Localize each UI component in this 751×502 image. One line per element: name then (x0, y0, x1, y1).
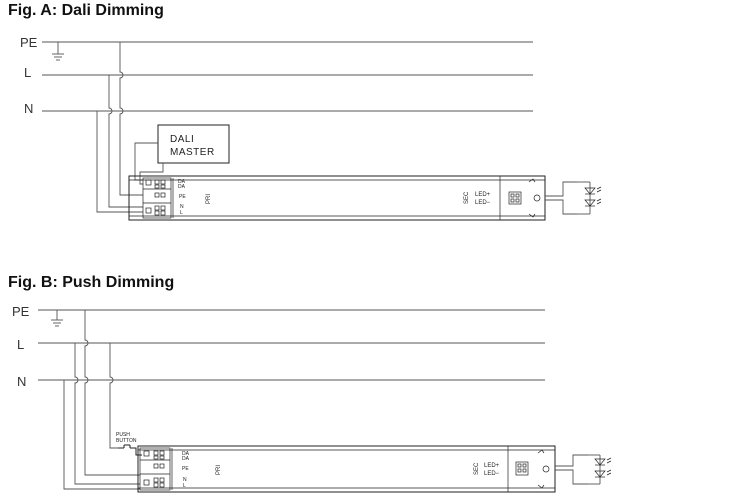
sec-label: SEC (464, 191, 470, 204)
figure-a-diagram: PE L N DALI MASTER (20, 35, 602, 221)
driver-b: DA DA PE N L PRI SEC LED+ LED− (137, 445, 556, 493)
rail-label-n: N (17, 374, 26, 389)
led-plus-wire (555, 454, 588, 467)
push-button: PUSH BUTTON (116, 432, 142, 456)
rail-label-n: N (24, 101, 33, 116)
dali-master-line-2: MASTER (170, 147, 215, 158)
terminal-n: N (183, 477, 187, 483)
n-wire (63, 380, 140, 490)
pe-wire (119, 42, 143, 196)
led-minus-wire (545, 199, 577, 215)
sec-label: SEC (474, 462, 480, 475)
output-terminal-block (508, 191, 522, 205)
output-led-plus: LED+ (484, 463, 500, 469)
dali-master-box: DALI MASTER (157, 124, 230, 164)
l-wire (108, 75, 143, 208)
ground-icon (51, 310, 63, 327)
terminal-l: L (180, 210, 183, 216)
terminal-l: L (183, 483, 186, 489)
terminal-pe: PE (182, 466, 189, 472)
ground-icon (52, 42, 64, 61)
input-terminal-block (142, 177, 172, 219)
driver-a: DA DA PE N L PRI SEC LED+ LED− (128, 175, 546, 221)
led-icon (577, 181, 602, 215)
figure-b-title: Fig. B: Push Dimming (8, 274, 175, 291)
output-led-plus: LED+ (475, 192, 491, 198)
terminal-da-1: DA (182, 451, 190, 457)
input-terminal-block (139, 447, 171, 491)
dali-master-line-1: DALI (170, 134, 194, 145)
l-wire (74, 343, 140, 485)
push-button-line-1: PUSH (116, 432, 130, 438)
n-wire (96, 111, 143, 213)
dali-wire-2 (139, 163, 164, 185)
led-icon (588, 454, 612, 485)
output-led-minus: LED− (475, 200, 491, 206)
push-button-line-2: BUTTON (116, 438, 137, 444)
led-minus-wire (555, 469, 588, 485)
figure-b-diagram: PE L N PUSH BUTTON (12, 304, 612, 493)
pri-label: PRI (206, 194, 212, 204)
dali-wire-1 (134, 142, 158, 181)
output-led-minus: LED− (484, 471, 500, 477)
rail-label-l: L (17, 337, 24, 352)
pe-wire (84, 310, 140, 476)
pri-label: PRI (216, 465, 222, 475)
terminal-da-1: DA (178, 179, 186, 185)
terminal-n: N (180, 204, 184, 210)
rail-label-pe: PE (12, 304, 30, 319)
output-terminal-block (515, 461, 529, 476)
figure-a-title: Fig. A: Dali Dimming (8, 2, 164, 19)
terminal-da-2: DA (182, 456, 190, 462)
terminal-pe: PE (179, 194, 186, 200)
terminal-da-2: DA (178, 184, 186, 190)
led-plus-wire (545, 181, 577, 197)
rail-label-pe: PE (20, 35, 38, 50)
push-feed-wire (109, 343, 118, 449)
rail-label-l: L (24, 65, 31, 80)
